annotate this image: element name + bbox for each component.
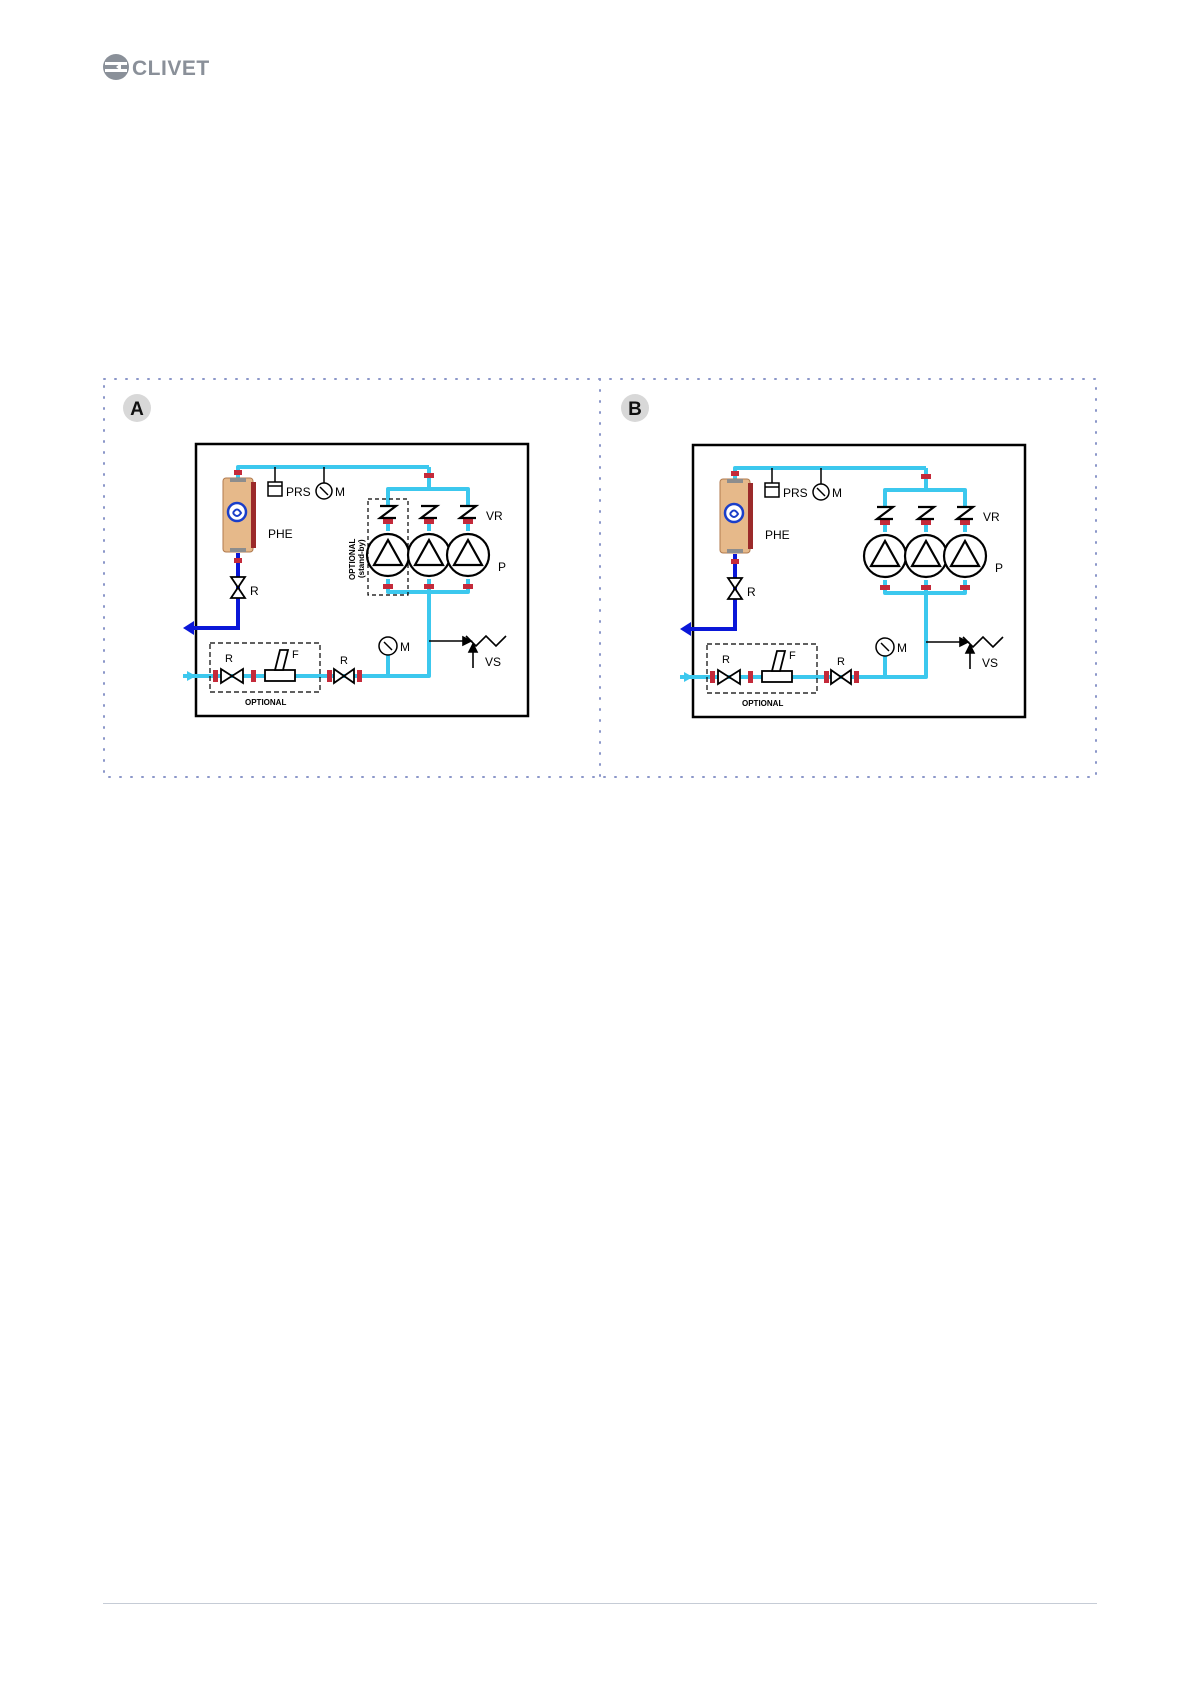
- manometer-bottom: [379, 637, 397, 655]
- manometer-bottom: [876, 638, 894, 656]
- phe-label: PHE: [765, 528, 790, 542]
- p-label: P: [498, 560, 506, 574]
- vr-label: VR: [486, 509, 503, 523]
- valve-phe: [728, 578, 742, 599]
- manometer-top: [316, 467, 332, 499]
- prs-label: PRS: [286, 485, 311, 499]
- inlet-arrow: [187, 671, 196, 681]
- return-piping: [688, 554, 735, 629]
- filter-valve: [221, 669, 243, 683]
- f-label: F: [292, 649, 299, 661]
- vs-label: VS: [485, 655, 501, 669]
- manometer-top: [813, 468, 829, 500]
- optional-box: [707, 644, 817, 693]
- pumps: [367, 534, 489, 576]
- shutoff-valve: [831, 670, 851, 684]
- m-top-label: M: [832, 486, 842, 500]
- panel-b-badge: B: [621, 394, 649, 422]
- vr-label: VR: [983, 510, 1000, 524]
- standby-label-2: (stand-by): [357, 539, 366, 578]
- return-arrow: [183, 621, 194, 635]
- plate-heat-exchanger: [720, 479, 753, 553]
- r-filter-label: R: [722, 654, 730, 666]
- r-valve-label: R: [340, 655, 348, 667]
- optional-box: [210, 643, 320, 692]
- prs-label: PRS: [783, 486, 808, 500]
- standby-label-1: OPTIONAL: [348, 539, 357, 580]
- optional-label: OPTIONAL: [742, 699, 783, 708]
- valve-phe: [231, 577, 245, 598]
- shutoff-valve: [334, 669, 354, 683]
- f-label: F: [789, 650, 796, 662]
- water-filter: [265, 650, 295, 681]
- r-filter-label: R: [225, 653, 233, 665]
- m-bottom-label: M: [400, 640, 410, 654]
- check-valves: [380, 506, 476, 518]
- r-phe-label: R: [250, 584, 259, 598]
- pressure-switch: [268, 467, 282, 496]
- inlet-arrow: [684, 672, 693, 682]
- panel-b-badge-letter: B: [628, 399, 642, 420]
- panel-a-badge-letter: A: [130, 399, 144, 420]
- pumps: [864, 535, 986, 577]
- clivet-logo: CLIVET: [100, 50, 240, 84]
- panel-a-badge: A: [123, 394, 151, 422]
- phe-label: PHE: [268, 527, 293, 541]
- m-bottom-label: M: [897, 641, 907, 655]
- return-piping: [191, 553, 238, 628]
- return-arrow: [680, 622, 691, 636]
- clivet-logo-text: CLIVET: [132, 57, 210, 80]
- water-filter: [762, 651, 792, 682]
- m-top-label: M: [335, 485, 345, 499]
- p-label: P: [995, 561, 1003, 575]
- check-valves: [877, 507, 973, 519]
- vs-label: VS: [982, 656, 998, 670]
- plate-heat-exchanger: [223, 478, 256, 552]
- hydraulic-diagram-figure: A: [103, 378, 1097, 778]
- filter-valve: [718, 670, 740, 684]
- pressure-switch: [765, 468, 779, 497]
- r-valve-label: R: [837, 656, 845, 668]
- panel-a: A: [123, 394, 528, 716]
- footer-rule: [103, 1603, 1097, 1604]
- panel-b: B: [621, 394, 1025, 717]
- clivet-logo-mark: [103, 54, 129, 80]
- optional-label: OPTIONAL: [245, 698, 286, 707]
- r-phe-label: R: [747, 585, 756, 599]
